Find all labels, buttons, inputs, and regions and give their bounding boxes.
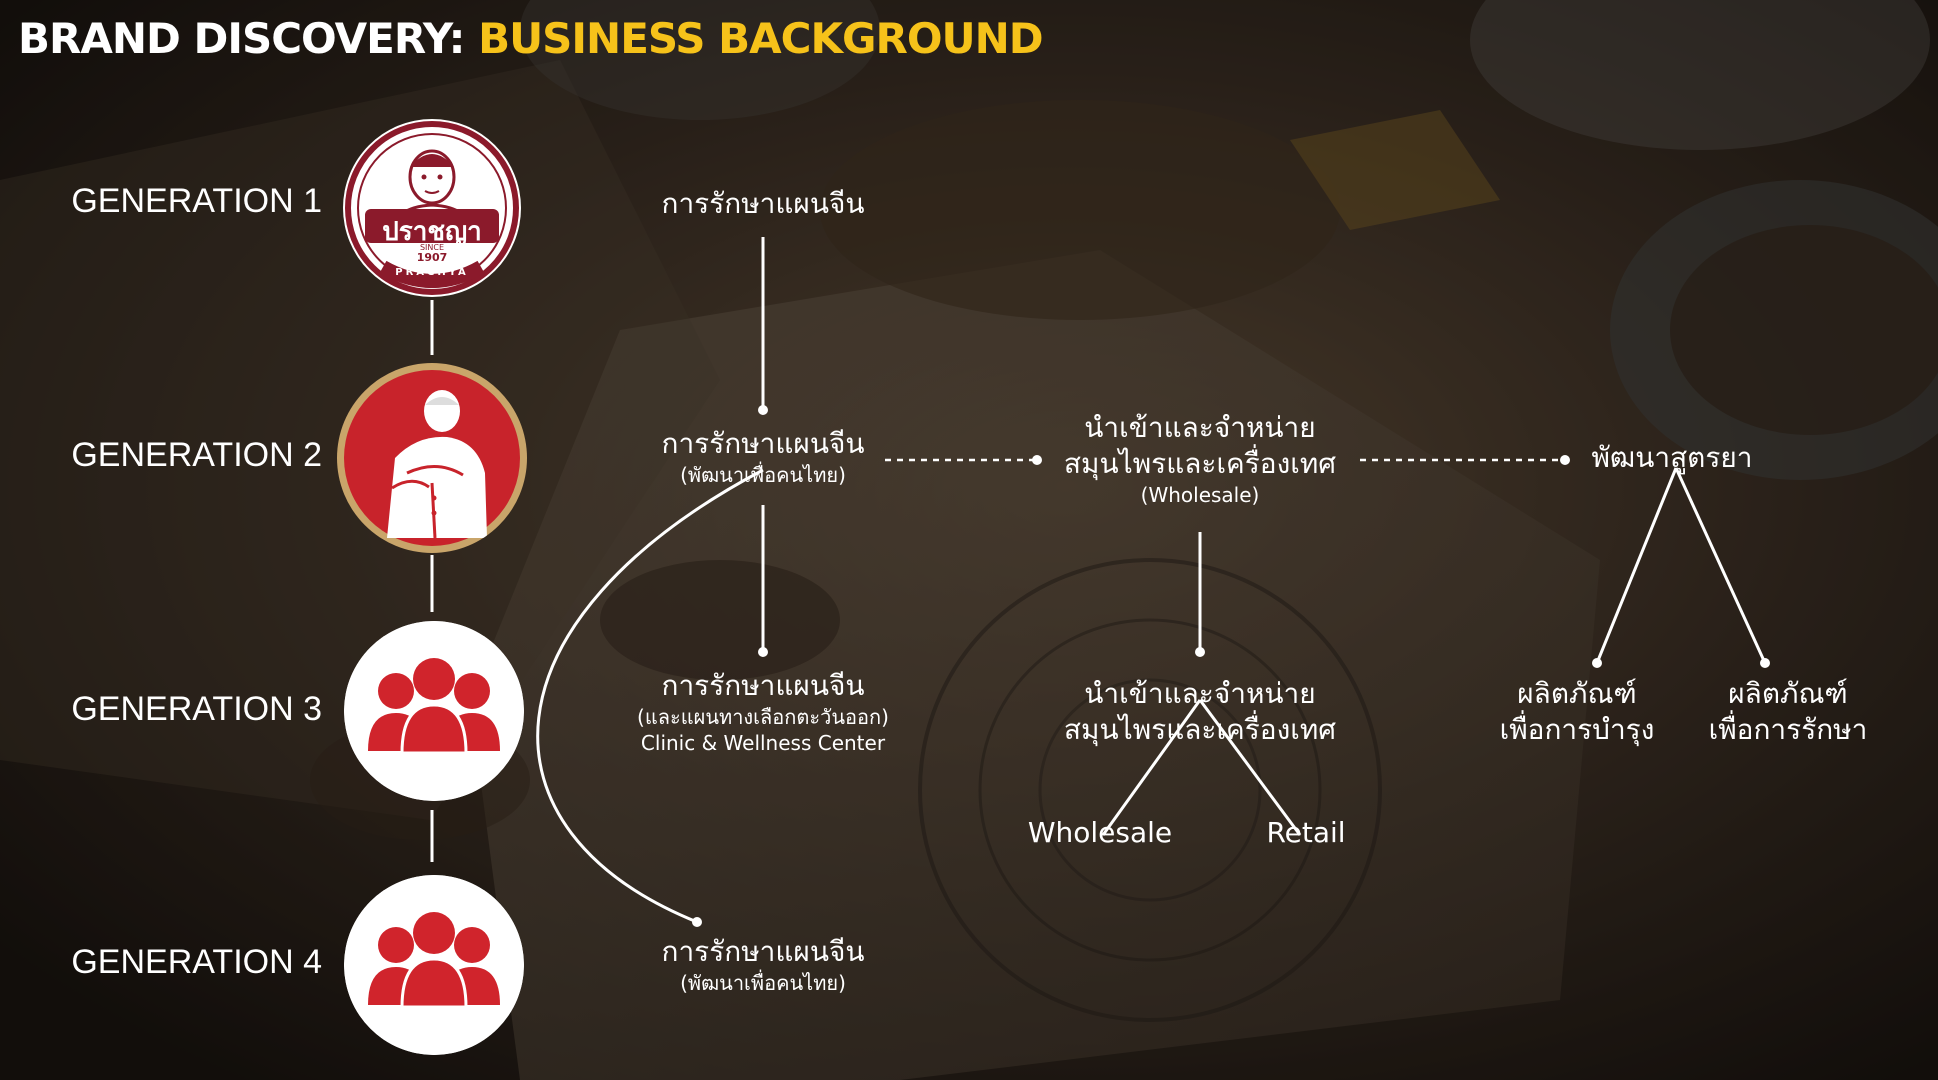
node-subtitle: (พัฒนาเพื่อคนไทย) [680, 971, 846, 995]
gen1-tcm-node: การรักษาแผนจีน [661, 186, 864, 222]
generation-2-label: GENERATION 2 [71, 436, 322, 474]
gen3-tcm-node: การรักษาแผนจีน (และแผนทางเลือกตะวันออก) … [637, 668, 889, 756]
node-dot [1032, 455, 1042, 465]
product-b-branch [1674, 467, 1767, 664]
logo-latin: PRACHYA [395, 267, 469, 278]
logo-since: SINCE [419, 243, 445, 252]
node-dot [1560, 455, 1570, 465]
group-people-icon [344, 621, 524, 801]
node-title: การรักษาแผนจีน [661, 187, 865, 220]
gen2-formula-node: พัฒนาสูตรยา [1591, 440, 1752, 476]
node-subtitle: (และแผนทางเลือกตะวันออก) [637, 705, 889, 729]
tcm-curve [536, 468, 764, 924]
node-dot [758, 405, 768, 415]
node-title: ผลิตภัณฑ์ [1517, 677, 1637, 710]
logo-name: ปราชญา [382, 217, 482, 247]
node-dot [1760, 658, 1770, 668]
gen3-product-b-node: ผลิตภัณฑ์ เพื่อการรักษา [1709, 676, 1868, 748]
node-dot [692, 917, 702, 927]
node-title: นำเข้าและจำหน่าย [1084, 677, 1316, 710]
logo-year: 1907 [416, 251, 448, 264]
group-people-icon [344, 875, 524, 1055]
founder-portrait [337, 363, 527, 553]
slide-title: BRAND DISCOVERY: BUSINESS BACKGROUND [18, 14, 1044, 63]
node-title: พัฒนาสูตรยา [1591, 441, 1753, 474]
title-part1: BRAND DISCOVERY: [18, 14, 465, 63]
wholesale-branch [1101, 699, 1202, 836]
node-subtitle: เพื่อการรักษา [1708, 713, 1868, 746]
generation-4-label: GENERATION 4 [71, 943, 322, 981]
node-note: Clinic & Wellness Center [640, 731, 886, 755]
gen3-product-a-node: ผลิตภัณฑ์ เพื่อการบำรุง [1500, 676, 1655, 748]
gen2-import-node: นำเข้าและจำหน่าย สมุนไพรและเครื่องเทศ (W… [1064, 410, 1336, 508]
node-subtitle: สมุนไพรและเครื่องเทศ [1063, 713, 1337, 746]
node-title: การรักษาแผนจีน [661, 427, 865, 460]
gen3-wholesale-label: Wholesale [1027, 816, 1173, 849]
node-title: นำเข้าและจำหน่าย [1084, 411, 1316, 444]
node-dot [758, 647, 768, 657]
gen2-tcm-node: การรักษาแผนจีน (พัฒนาเพื่อคนไทย) [661, 426, 864, 488]
node-note: (Wholesale) [1140, 483, 1260, 507]
node-dot [1592, 658, 1602, 668]
node-title: ผลิตภัณฑ์ [1728, 677, 1848, 710]
title-part2: BUSINESS BACKGROUND [478, 14, 1044, 63]
product-a-branch [1595, 467, 1678, 664]
node-subtitle: เพื่อการบำรุง [1499, 713, 1655, 746]
node-title: การรักษาแผนจีน [661, 669, 865, 702]
generation-1-label: GENERATION 1 [71, 182, 322, 220]
generation-3-label: GENERATION 3 [71, 690, 322, 728]
prachya-logo: ปราชญา SINCE 1907 PRACHYA [343, 119, 521, 297]
node-subtitle: สมุนไพรและเครื่องเทศ [1063, 447, 1337, 480]
node-subtitle: (พัฒนาเพื่อคนไทย) [680, 463, 846, 487]
gen4-tcm-node: การรักษาแผนจีน (พัฒนาเพื่อคนไทย) [661, 934, 864, 996]
node-title: การรักษาแผนจีน [661, 935, 865, 968]
node-dot [1195, 647, 1205, 657]
gen3-import-node: นำเข้าและจำหน่าย สมุนไพรและเครื่องเทศ [1064, 676, 1336, 748]
retail-branch [1198, 699, 1302, 836]
gen3-retail-label: Retail [1266, 816, 1346, 849]
